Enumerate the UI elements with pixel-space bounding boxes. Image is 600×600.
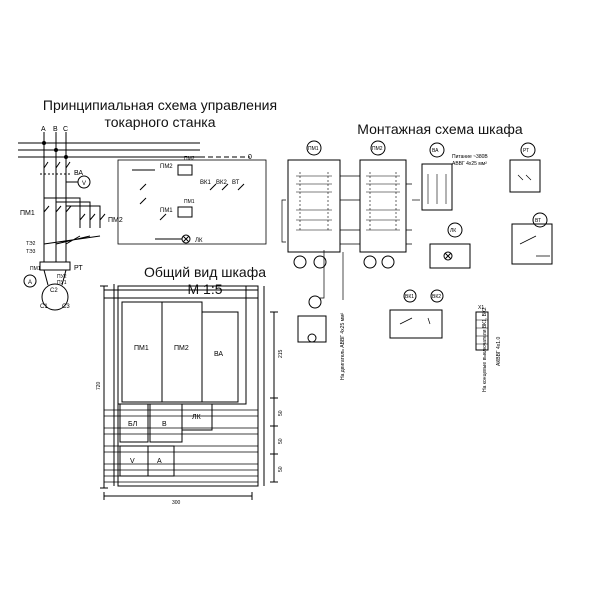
phase-label-a: A bbox=[41, 126, 46, 133]
misc-label-3: ТЭ2 bbox=[26, 241, 36, 247]
motor-label-c1: С1 bbox=[40, 304, 48, 310]
block-lk bbox=[181, 403, 213, 431]
block-pm1 bbox=[121, 301, 163, 403]
cabinet-dim-right-1: 215 bbox=[278, 349, 284, 358]
schematic-title: Принципиальная схема управления токарног… bbox=[40, 97, 280, 131]
schematic-title-line2: токарного станка bbox=[104, 114, 216, 130]
mount-supply-note: Питание ~380В bbox=[452, 154, 488, 160]
switch-label-vk1: ВК1 bbox=[200, 180, 211, 186]
mount-motor-cable: На двигатель АВВГ 4х25 мм² bbox=[340, 312, 346, 380]
switch-label-vk2: ВК2 bbox=[216, 180, 227, 186]
mount-unit-rt: РТ bbox=[523, 148, 529, 154]
cabinet-dim-width: 300 bbox=[172, 500, 181, 506]
mount-unit-pm1: ПМ1 bbox=[308, 146, 319, 152]
mount-unit-lk: ЛК bbox=[450, 228, 456, 234]
terminal-x1 bbox=[475, 311, 489, 351]
phase-label-b: B bbox=[53, 126, 58, 133]
relay-label: РТ bbox=[74, 265, 83, 272]
cabinet-dim-right-4: 50 bbox=[278, 466, 284, 472]
unit-pm1 bbox=[287, 159, 341, 253]
misc-label-4: ТЭ3 bbox=[26, 249, 36, 255]
mounting-diagram bbox=[281, 140, 553, 351]
fuse-label: ВА bbox=[74, 170, 83, 177]
cabinet-dim-right-2: 50 bbox=[278, 410, 284, 416]
coil-label-pm1: ПМ1 bbox=[160, 208, 173, 214]
schematic-title-line1: Принципиальная схема управления bbox=[42, 97, 278, 113]
cabinet-title-line1: Общий вид шкафа bbox=[143, 264, 267, 280]
mount-switch-cable-spec: АКВВГ 4х1.0 bbox=[496, 337, 502, 366]
motor-label-c3: С3 bbox=[62, 304, 70, 310]
mount-unit-pm2: ПМ2 bbox=[372, 146, 383, 152]
mount-unit-vk2: ВК2 bbox=[432, 294, 441, 300]
unit-vk bbox=[389, 309, 443, 339]
cabinet-dim-right-3: 50 bbox=[278, 438, 284, 444]
mount-switch-cable: На концевые выключатели ВК1, ВК2 bbox=[482, 307, 488, 392]
phase-label-c: C bbox=[63, 126, 68, 133]
mount-unit-vt: ВТ bbox=[535, 218, 541, 224]
unit-lk bbox=[429, 243, 471, 269]
block-pm2 bbox=[161, 301, 203, 403]
cabinet-block-lk: ЛК bbox=[192, 414, 202, 421]
cabinet-title-line2: М 1:5 bbox=[187, 281, 223, 297]
schematic-diagram bbox=[18, 132, 267, 311]
cabinet-block-bl: БЛ bbox=[128, 421, 138, 428]
cabinet-title: Общий вид шкафа М 1:5 bbox=[130, 264, 280, 298]
misc-label-7: ПМ1 bbox=[30, 266, 41, 272]
unit-vt bbox=[511, 223, 553, 265]
cabinet-view bbox=[100, 284, 278, 500]
mount-unit-x1: Х1 bbox=[478, 305, 484, 311]
motor-label-c2: С2 bbox=[50, 288, 58, 294]
cabinet-dim-height: 720 bbox=[96, 381, 102, 390]
cabinet-block-v: В bbox=[162, 421, 167, 428]
ground-label: 0 bbox=[248, 154, 252, 161]
misc-label-2: ПМ1 bbox=[184, 199, 195, 205]
unit-ammeter bbox=[297, 315, 327, 343]
cabinet-block-voltmeter: V bbox=[130, 458, 135, 465]
voltmeter-label: V bbox=[82, 181, 86, 187]
mount-unit-vk1: ВК1 bbox=[405, 294, 414, 300]
cabinet-block-va: ВА bbox=[214, 351, 223, 358]
mount-unit-va: ВА bbox=[432, 148, 439, 154]
cabinet-block-ammeter: А bbox=[157, 458, 162, 465]
unit-rt bbox=[509, 159, 541, 193]
cabinet-block-pm2: ПМ2 bbox=[174, 345, 189, 352]
mounting-title: Монтажная схема шкафа bbox=[357, 121, 523, 137]
lamp-label: ЛК bbox=[195, 238, 203, 244]
unit-va bbox=[421, 163, 453, 211]
mount-supply-cable: АВВГ 4х25 мм² bbox=[452, 161, 487, 167]
misc-label-1: ПМ2 bbox=[184, 156, 195, 162]
block-bl bbox=[119, 403, 149, 443]
cabinet-block-pm1: ПМ1 bbox=[134, 345, 149, 352]
coil-label-pm2: ПМ2 bbox=[160, 164, 173, 170]
switch-label-vt: ВТ bbox=[232, 180, 240, 186]
misc-label-6: ПУ2 bbox=[57, 274, 67, 280]
misc-label-5: ПУ1 bbox=[57, 280, 67, 286]
contactor2-label: ПМ2 bbox=[108, 217, 123, 224]
contactor1-label: ПМ1 bbox=[20, 210, 35, 217]
ammeter-label: А bbox=[28, 280, 32, 286]
block-va bbox=[201, 311, 239, 403]
unit-pm2 bbox=[359, 159, 407, 253]
